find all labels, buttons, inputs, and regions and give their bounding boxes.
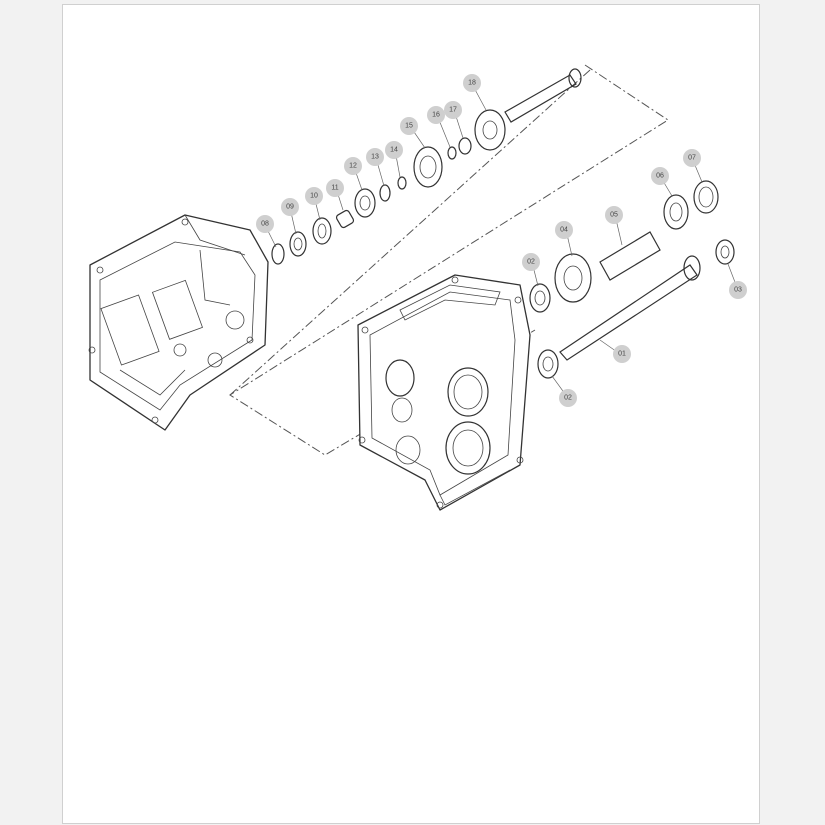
callout-07-label: 07	[688, 155, 696, 162]
callout-16-label: 16	[432, 112, 440, 119]
callout-13: 13	[366, 148, 384, 166]
callout-12-label: 12	[349, 163, 357, 170]
right-housing	[357, 274, 531, 511]
callout-03: 03	[729, 281, 747, 299]
part-07-seal	[693, 180, 719, 214]
callout-01: 01	[613, 345, 631, 363]
callout-10-label: 10	[310, 193, 318, 200]
upper-shaft-assembly	[271, 68, 582, 265]
callout-08-label: 08	[261, 221, 269, 228]
part-08-ring	[271, 243, 285, 265]
callout-12: 12	[344, 157, 362, 175]
callout-15-label: 15	[405, 123, 413, 130]
callout-09-label: 09	[286, 204, 294, 211]
part-11-bushing	[335, 209, 355, 229]
callout-15: 15	[400, 117, 418, 135]
callout-04-label: 04	[560, 227, 568, 234]
callout-03-label: 03	[734, 287, 742, 294]
callout-06-label: 06	[656, 173, 664, 180]
part-14-ring	[397, 176, 407, 190]
callout-13-label: 13	[371, 154, 379, 161]
callout-06: 06	[651, 167, 669, 185]
part-04-gear	[554, 253, 592, 303]
left-housing	[88, 214, 269, 431]
part-18-flange	[474, 109, 506, 151]
callout-09: 09	[281, 198, 299, 216]
part-01-shaft	[559, 264, 698, 361]
part-03-bearing	[715, 239, 735, 265]
upper-shaft	[504, 74, 577, 123]
part-02-bearing	[537, 349, 559, 379]
callout-11: 11	[326, 179, 344, 197]
part-06-bearing	[663, 194, 689, 230]
callout-18: 18	[463, 74, 481, 92]
callout-02-upper-label: 02	[527, 259, 535, 266]
callout-17-label: 17	[449, 107, 457, 114]
callout-07: 07	[683, 149, 701, 167]
callout-14: 14	[385, 141, 403, 159]
callout-08: 08	[256, 215, 274, 233]
part-17-spring	[458, 137, 472, 155]
callout-01-label: 01	[618, 351, 626, 358]
part-05-splined-shaft	[599, 231, 661, 281]
part-02-bearing-upper	[529, 283, 551, 313]
assembly-guide-lines	[229, 64, 669, 456]
callout-18-label: 18	[468, 80, 476, 87]
callout-02-upper: 02	[522, 253, 540, 271]
callout-05: 05	[605, 206, 623, 224]
callout-17: 17	[444, 101, 462, 119]
part-16-clip	[447, 146, 457, 160]
callout-11-label: 11	[331, 185, 338, 192]
part-10-bearing	[312, 217, 332, 245]
part-15-gear	[413, 146, 443, 188]
part-13-ring	[379, 184, 391, 202]
callout-02: 02	[559, 389, 577, 407]
lower-shaft-assembly	[529, 180, 735, 379]
callout-16: 16	[427, 106, 445, 124]
callout-04: 04	[555, 221, 573, 239]
part-12-gear	[354, 188, 376, 218]
callout-05-label: 05	[610, 212, 618, 219]
callout-10: 10	[305, 187, 323, 205]
part-09-bearing	[289, 231, 307, 257]
callout-02-label: 02	[564, 395, 572, 402]
callout-14-label: 14	[390, 147, 398, 154]
